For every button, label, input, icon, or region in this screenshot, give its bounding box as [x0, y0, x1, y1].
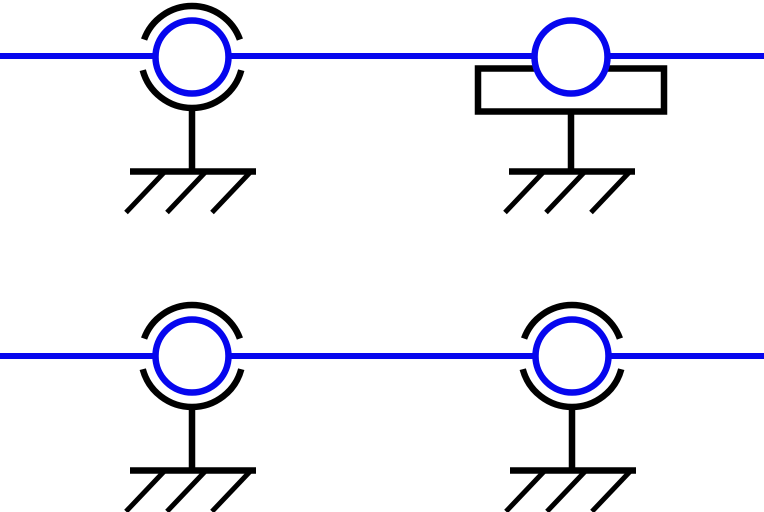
ground-hatch-2 — [544, 170, 586, 215]
housing-arc-top — [141, 301, 243, 340]
journal-circle — [532, 316, 612, 396]
ground-hatch-2 — [165, 469, 207, 512]
journal-circle — [152, 316, 232, 396]
bearing-bottom-left — [124, 301, 256, 512]
ground-hatch-2 — [165, 170, 207, 215]
journal-circle — [152, 17, 232, 97]
ground-hatch-2 — [545, 469, 587, 512]
bearing-bottom-right — [504, 301, 636, 512]
housing-arc-bottom — [139, 368, 245, 411]
ground-hatch-3 — [210, 170, 252, 215]
ground-hatch-3 — [210, 469, 252, 512]
journal-circle — [531, 17, 611, 97]
ground-hatch-1 — [503, 170, 545, 215]
ground-hatch-3 — [590, 469, 632, 512]
bearing-top-right — [474, 17, 668, 215]
ground-hatch-1 — [124, 469, 166, 512]
ground-hatch-3 — [589, 170, 631, 215]
housing-arc-bottom — [519, 368, 625, 411]
ground-hatch-1 — [124, 170, 166, 215]
bearing-top-left — [124, 2, 256, 215]
housing-arc-top — [141, 2, 243, 41]
ground-hatch-1 — [504, 469, 546, 512]
housing-arc-top — [521, 301, 623, 340]
housing-arc-bottom — [139, 69, 245, 112]
